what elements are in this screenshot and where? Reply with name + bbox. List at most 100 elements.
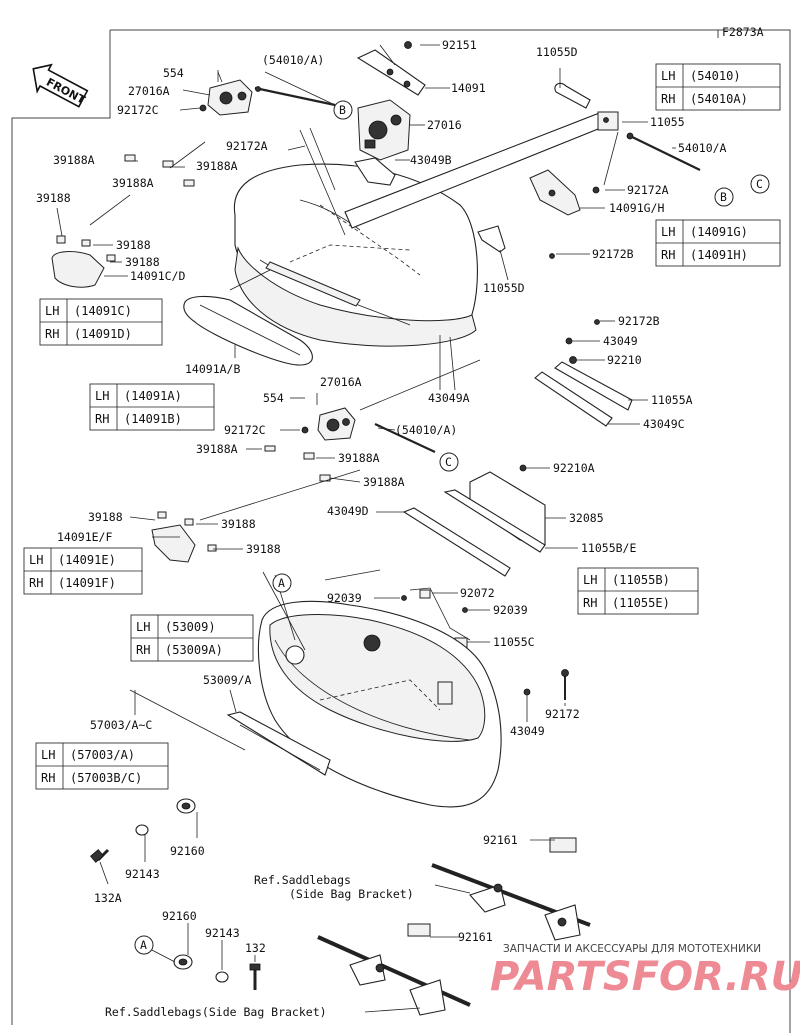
label-43049B: 43049B [410, 153, 452, 167]
ref-labels: Ref.Saddlebags (Side Bag Bracket) Ref.Sa… [105, 873, 414, 1019]
ref1-line2: (Side Bag Bracket) [289, 887, 414, 901]
upper-bracket-14091 [356, 49, 426, 96]
diagram-frame [11, 29, 791, 1033]
table-11055B: LH (11055B) RH (11055E) [577, 567, 699, 615]
watermark-line1: ЗАПЧАСТИ И АКСЕССУАРЫ ДЛЯ МОТОТЕХНИКИ [503, 943, 761, 955]
label-43049-1: 43049 [603, 334, 638, 348]
watermark: ЗАПЧАСТИ И АКСЕССУАРЫ ДЛЯ МОТОТЕХНИКИ PA… [490, 943, 800, 1000]
cable-54010-upper [254, 86, 336, 107]
svg-text:LH: LH [45, 304, 59, 318]
svg-text:RH: RH [41, 771, 55, 785]
label-92210A: 92210A [553, 461, 595, 475]
svg-text:(14091A): (14091A) [124, 389, 182, 403]
svg-text:A: A [278, 576, 285, 590]
label-53009A: 53009/A [203, 673, 252, 687]
label-39188-2: 39188 [116, 238, 151, 252]
svg-text:LH: LH [661, 69, 675, 83]
svg-text:RH: RH [583, 596, 597, 610]
label-92160-1: 92160 [170, 844, 205, 858]
label-39188A-6: 39188A [363, 475, 405, 489]
svg-text:LH: LH [583, 573, 597, 587]
label-92161-2: 92161 [458, 930, 493, 944]
label-39188-5: 39188 [221, 517, 256, 531]
svg-text:RH: RH [136, 643, 150, 657]
hinge-rod-11055 [344, 111, 619, 229]
label-27016A-mid: 27016A [320, 375, 362, 389]
svg-text:RH: RH [45, 327, 59, 341]
bolt-132A [90, 848, 110, 863]
label-92039-right: 92039 [493, 603, 528, 617]
svg-text:(11055B): (11055B) [612, 573, 670, 587]
label-92161-1: 92161 [483, 833, 518, 847]
bracket-43049B [354, 157, 396, 186]
label-11055: 11055 [650, 115, 685, 129]
label-14091CD: 14091C/D [130, 269, 185, 283]
callout-C-mid: C [439, 452, 459, 472]
side-bag-bracket-lower [317, 923, 471, 1016]
label-92039-left: 92039 [327, 591, 362, 605]
label-39188A-1: 39188A [53, 153, 95, 167]
label-27016: 27016 [427, 118, 462, 132]
washer-92143-1 [135, 824, 149, 836]
label-14091GH: 14091G/H [609, 201, 664, 215]
svg-text:LH: LH [29, 553, 43, 567]
label-554-top: 554 [163, 66, 184, 80]
svg-text:RH: RH [95, 412, 109, 426]
label-32085: 32085 [569, 511, 604, 525]
label-39188-left: 39188 [36, 191, 71, 205]
label-92143-1: 92143 [125, 867, 160, 881]
callout-C-right: C [750, 174, 770, 194]
label-27016A-top: 27016A [128, 84, 170, 98]
label-39188A-4: 39188A [196, 442, 238, 456]
saddlebag-case [257, 600, 502, 808]
upper-lid [233, 163, 478, 347]
label-14091EF: 14091E/F [57, 530, 112, 544]
hinge-11055D-mid [477, 225, 555, 259]
label-57003AC: 57003/A~C [90, 718, 152, 732]
label-92172A-right: 92172A [627, 183, 669, 197]
table-54010: LH (54010) RH (54010A) [655, 63, 781, 111]
grommet-92160-1 [176, 798, 196, 814]
label-39188A-2: 39188A [196, 159, 238, 173]
label-92172C-mid: 92172C [224, 423, 266, 437]
svg-text:(14091G): (14091G) [690, 225, 748, 239]
svg-text:(57003B/C): (57003B/C) [70, 771, 142, 785]
label-54010A-right: 54010/A [678, 141, 727, 155]
label-14091: 14091 [451, 81, 486, 95]
clips-39188A-mid [264, 445, 331, 482]
label-54010A-mid: (54010/A) [395, 423, 457, 437]
label-39188A-3: 39188A [112, 176, 154, 190]
part-labels: F2873A 554 (54010/A) 92151 11055D 27016A… [36, 25, 764, 955]
svg-text:(14091H): (14091H) [690, 248, 748, 262]
svg-text:(14091F): (14091F) [58, 576, 116, 590]
grommet-92160-2 [173, 954, 193, 970]
front-arrow-icon: FRONT [32, 63, 89, 108]
label-43049A: 43049A [428, 391, 470, 405]
label-92172B-1: 92172B [592, 247, 634, 261]
label-39188A-5: 39188A [338, 451, 380, 465]
side-bag-bracket-upper [431, 837, 591, 941]
cover-14091E [151, 511, 217, 563]
table-57003: LH (57003/A) RH (57003B/C) [35, 742, 169, 790]
svg-text:LH: LH [661, 225, 675, 239]
cable-54010A-right [626, 132, 701, 171]
label-92172: 92172 [545, 707, 580, 721]
svg-text:B: B [339, 103, 346, 117]
svg-text:C: C [756, 177, 763, 191]
label-92172C-top: 92172C [117, 103, 159, 117]
upper-left-latch [199, 70, 253, 116]
table-14091A: LH (14091A) RH (14091B) [89, 383, 215, 431]
label-92151: 92151 [442, 38, 477, 52]
label-39188-3: 39188 [125, 255, 160, 269]
label-43049D: 43049D [327, 504, 369, 518]
table-14091C: LH (14091C) RH (14091D) [39, 298, 163, 346]
label-39188-6: 39188 [246, 542, 281, 556]
svg-text:C: C [445, 455, 452, 469]
svg-text:B: B [720, 190, 727, 204]
svg-text:RH: RH [661, 92, 675, 106]
bolt-132 [249, 963, 261, 990]
label-11055D-top: 11055D [536, 45, 578, 59]
svg-text:(11055E): (11055E) [612, 596, 670, 610]
label-11055A: 11055A [651, 393, 693, 407]
